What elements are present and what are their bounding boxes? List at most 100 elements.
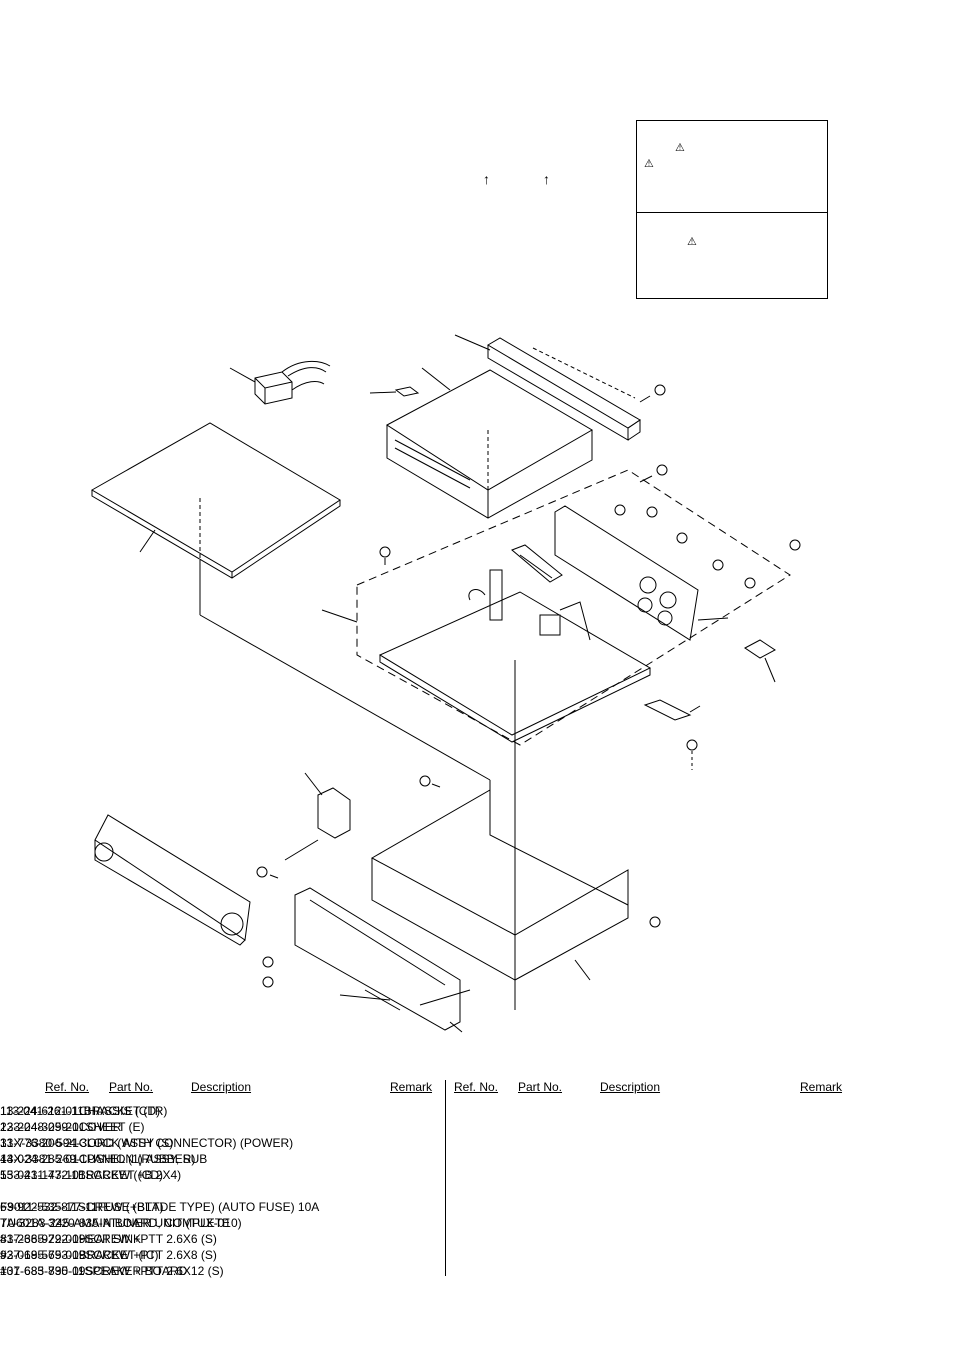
ref-no-cell: 15 <box>0 1168 14 1182</box>
description-cell: SHEET (E) <box>85 1120 145 1134</box>
table-row: TU601A-3220-835-ATUNER UNIT (TUX-010) <box>0 1216 242 1230</box>
header-part: Part No. <box>109 1080 154 1094</box>
table-row: 7A-3283-245-AMAIN BOARD, COMPLETE <box>0 1216 230 1230</box>
description-cell: SCREW (+BTT) <box>77 1200 164 1214</box>
table-row: F9011-532-877-11FUSE (BLADE TYPE) (AUTO … <box>0 1200 319 1214</box>
part-no-cell: 3-922-535-11 <box>6 1200 78 1214</box>
description-cell: SCREW +PTT 2.6X6 (S) <box>85 1232 217 1246</box>
header-desc: Description <box>600 1080 661 1094</box>
table-row: 13-224-612-01CHASSIS (CD) <box>0 1104 160 1118</box>
power-cord-part <box>229 361 331 405</box>
part-no-cell: A-3283-245-A <box>6 1216 82 1230</box>
header-part: Part No. <box>518 1080 563 1094</box>
part-no-cell: 7-685-793-09 <box>13 1248 86 1262</box>
description-cell: PANEL (1) ASSY, SUB <box>86 1152 208 1166</box>
ref-no-cell: 6 <box>0 1200 7 1214</box>
description-cell: MAIN BOARD, COMPLETE <box>81 1216 231 1230</box>
part-no-cell: X-3380-594-3 <box>13 1136 87 1150</box>
front-bracket-part <box>294 887 463 1033</box>
ref-no-cell: 10 <box>0 1264 14 1278</box>
part-no-cell: A-3220-835-A <box>36 1216 110 1230</box>
notes-box: ⚠ ⚠ ⚠ <box>636 120 828 299</box>
chassis-part <box>370 789 629 981</box>
part-no-cell: 3-041-173-11 <box>6 1168 78 1182</box>
arrow-up-icon: ↑ <box>483 171 490 187</box>
exploded-view-diagram <box>90 334 801 1033</box>
warning-icon: ⚠ <box>644 158 654 170</box>
part-no-cell: 1-532-877-11 <box>26 1200 98 1214</box>
table-row: 14X-3381-269-1PANEL (1) ASSY, SUB <box>0 1152 207 1166</box>
sheet-part <box>643 699 692 721</box>
ref-no-cell: 12 <box>0 1120 14 1134</box>
part-no-cell: X-3381-269-1 <box>13 1152 87 1166</box>
description-cell: CUSHION (RUBBER) <box>78 1152 196 1166</box>
table-row: #17-685-792-09SCREW +PTT 2.6X6 (S) <box>0 1232 217 1246</box>
sub-panel-part <box>554 505 729 641</box>
ref-no-cell: #1 <box>0 1232 14 1246</box>
ref-no-cell: #2 <box>0 1248 14 1262</box>
front-panel-part <box>94 814 251 946</box>
table-row: 153-231-472-01SCREW (+B 2X4) <box>0 1168 181 1182</box>
ref-no-cell: 13 <box>0 1136 14 1150</box>
warning-icon: ⚠ <box>675 142 685 154</box>
notes-divider <box>637 212 827 213</box>
ref-no-cell: 4 <box>0 1152 7 1166</box>
description-cell: COVER <box>78 1120 122 1134</box>
table-row: 83-236-922-01HEAT SINK <box>0 1232 141 1246</box>
table-row: 113-041-261-11BRACKET (TR) <box>0 1104 167 1118</box>
description-cell: SPEAKER BOARD <box>84 1264 188 1278</box>
description-cell: BRACKET (IC) <box>78 1248 159 1262</box>
ref-no-cell: 11 <box>0 1104 13 1118</box>
table-row: 53-041-173-11BRACKET (CD) <box>0 1168 163 1182</box>
main-board-region <box>356 469 791 746</box>
description-cell: CORD (WITH CONNECTOR) (POWER) <box>78 1136 294 1150</box>
ref-no-cell: 7 <box>0 1216 7 1230</box>
table-row: 43-024-285-01CUSHION (RUBBER) <box>0 1152 195 1166</box>
part-no-cell: 7-685-792-09 <box>13 1232 86 1246</box>
description-cell: BRACKET (CD) <box>77 1168 163 1182</box>
table-row: #37-685-795-09SCREW +PTT 2.6X12 (S) <box>0 1264 224 1278</box>
heat-sink-part <box>511 544 563 583</box>
ref-no-cell: F901 <box>0 1200 27 1214</box>
ref-no-cell: 9 <box>0 1248 7 1262</box>
table-row: 31-776-206-21CORD (WITH CONNECTOR) (POWE… <box>0 1136 293 1150</box>
ref-no-cell: 5 <box>0 1168 7 1182</box>
header-ref: Ref. No. <box>454 1080 499 1094</box>
cushion-part <box>394 386 420 397</box>
header-remark: Remark <box>800 1080 843 1094</box>
description-cell: LOCK ASSY (S) <box>86 1136 174 1150</box>
part-no-cell: 3-224-612-01 <box>6 1104 79 1118</box>
header-remark: Remark <box>390 1080 433 1094</box>
description-cell: TUNER UNIT (TUX-010) <box>109 1216 242 1230</box>
ref-no-cell: 2 <box>0 1120 7 1134</box>
part-no-cell: 3-041-261-11 <box>12 1104 84 1118</box>
part-no-cell: 1-776-206-21 <box>6 1136 79 1150</box>
description-cell: BRACKET (TR) <box>83 1104 168 1118</box>
description-cell: SCREW +PTT 2.6X8 (S) <box>85 1248 217 1262</box>
bracket-top-part <box>454 334 641 441</box>
table-row: 23-224-309-21COVER <box>0 1120 121 1134</box>
cd-mechanism-part <box>386 367 593 520</box>
table-row: 13X-3380-594-3LOCK ASSY (S) <box>0 1136 173 1150</box>
description-cell: FUSE (BLADE TYPE) (AUTO FUSE) 10A <box>97 1200 320 1214</box>
description-cell: HEAT SINK <box>78 1232 141 1246</box>
main-board-part <box>321 569 652 1010</box>
ref-no-cell: 8 <box>0 1232 7 1246</box>
bracket-cd-part <box>304 772 351 839</box>
table-row: 123-048-259-01SHEET (E) <box>0 1120 145 1134</box>
ref-no-cell: TU601 <box>0 1216 37 1230</box>
part-no-cell: 3-048-259-01 <box>13 1120 86 1134</box>
description-cell: SCREW +PTT 2.6X12 (S) <box>85 1264 224 1278</box>
lock-assy-part <box>744 639 776 659</box>
header-desc: Description <box>191 1080 252 1094</box>
ref-no-cell: 14 <box>0 1152 14 1166</box>
part-no-cell: 3-019-565-01 <box>6 1248 79 1262</box>
ref-no-cell: 1 <box>0 1104 7 1118</box>
ref-no-cell: #3 <box>0 1264 14 1278</box>
part-no-cell: 7-685-795-09 <box>13 1264 86 1278</box>
arrow-up-icon: ↑ <box>543 171 550 187</box>
table-divider <box>445 1080 446 1276</box>
screws-group <box>256 384 801 988</box>
table-row: 101-683-830-11SPEAKER BOARD <box>0 1264 187 1278</box>
part-no-cell: 3-224-309-21 <box>6 1120 79 1134</box>
